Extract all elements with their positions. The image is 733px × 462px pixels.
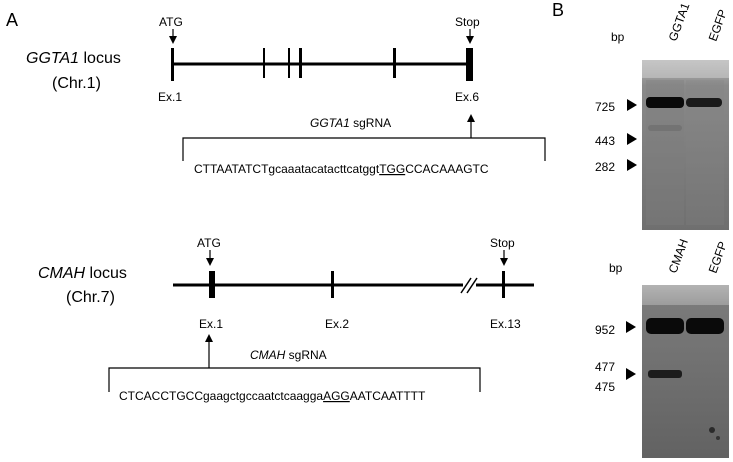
cmah-locus-title: CMAH locus (38, 265, 127, 282)
gel-bottom-band-egfp-952 (686, 318, 724, 334)
ggta1-exon-2 (263, 48, 265, 78)
gel-bottom-marker-952: 952 (595, 323, 615, 337)
gel-top-marker-282-arrow (627, 159, 637, 171)
gel-bottom-speck-1 (709, 427, 715, 433)
ggta1-exon-6-label: Ex.6 (455, 90, 479, 104)
gel-top-lane-ggta1: GGTA1 (666, 1, 693, 43)
gel-top-marker-725-arrow (627, 99, 637, 111)
ggta1-locus-title: GGTA1 locus (26, 50, 121, 67)
ggta1-atg-label: ATG (159, 15, 183, 29)
gel-top-band-ggta1-725 (646, 97, 684, 108)
ggta1-exon-4 (299, 48, 302, 78)
gel-top-marker-282: 282 (595, 160, 615, 174)
gel-top-marker-443-arrow (627, 133, 637, 145)
gel-bottom-well-area (642, 285, 729, 305)
ggta1-exon-3 (288, 48, 290, 78)
gel-top-marker-725: 725 (595, 100, 615, 114)
ggta1-sgrna-sequence: CTTAATATCTgcaaatacatacttcatggtTGGCCACAAA… (194, 162, 489, 176)
cmah-exon-13 (502, 271, 505, 298)
ggta1-exon-5 (393, 48, 396, 78)
gel-bottom-lane-egfp: EGFP (706, 240, 730, 275)
cmah-break-mark-2 (466, 277, 478, 294)
panel-a-label: A (6, 10, 18, 30)
gel-top-lane-egfp: EGFP (706, 8, 730, 43)
gel-top-band-egfp-725 (686, 98, 722, 107)
ggta1-sgrna-label: GGTA1 sgRNA (310, 116, 391, 130)
cmah-chromosome: (Chr.7) (66, 289, 115, 306)
cmah-sgrna-sequence: CTCACCTGCCgaagctgccaatctcaaggaAGGAATCAAT… (119, 389, 426, 403)
ggta1-exon-1-label: Ex.1 (158, 90, 182, 104)
cmah-sgrna-label: CMAH sgRNA (250, 348, 327, 362)
gel-bottom-lane-cmah: CMAH (666, 237, 691, 275)
cmah-exon-13-label: Ex.13 (490, 317, 521, 331)
ggta1-sgrna-bracket (182, 137, 546, 161)
cmah-exon-2-label: Ex.2 (325, 317, 349, 331)
gel-top-bp-label: bp (611, 30, 625, 44)
gel-top-band-ggta1-faint (648, 125, 682, 131)
ggta1-exon-1 (171, 48, 174, 81)
gel-bottom-marker-477-arrow (626, 368, 636, 380)
cmah-break-mark-1 (460, 277, 472, 294)
gel-bottom-speck-2 (716, 436, 720, 440)
gel-bottom-marker-477: 477 (595, 360, 615, 374)
gel-bottom-marker-475: 475 (595, 380, 615, 394)
cmah-exon-1-label: Ex.1 (199, 317, 223, 331)
panel-b-label: B (552, 0, 564, 20)
cmah-atg-label: ATG (197, 236, 221, 250)
gel-bottom-band-cmah-952 (646, 318, 684, 334)
gel-bottom-bp-label: bp (609, 261, 623, 275)
cmah-stop-label: Stop (490, 236, 515, 250)
gel-top-image (642, 60, 729, 230)
ggta1-exon-6 (466, 48, 473, 81)
ggta1-stop-label: Stop (455, 15, 480, 29)
gel-top-well-area (642, 60, 729, 78)
cmah-exon-2 (331, 271, 334, 298)
gel-bottom-marker-952-arrow (626, 321, 636, 333)
ggta1-chromosome: (Chr.1) (52, 75, 101, 92)
cmah-sgrna-bracket (108, 367, 481, 392)
gel-bottom-band-cmah-477-475 (648, 370, 682, 378)
gel-top-marker-443: 443 (595, 134, 615, 148)
cmah-exon-1 (209, 271, 215, 298)
